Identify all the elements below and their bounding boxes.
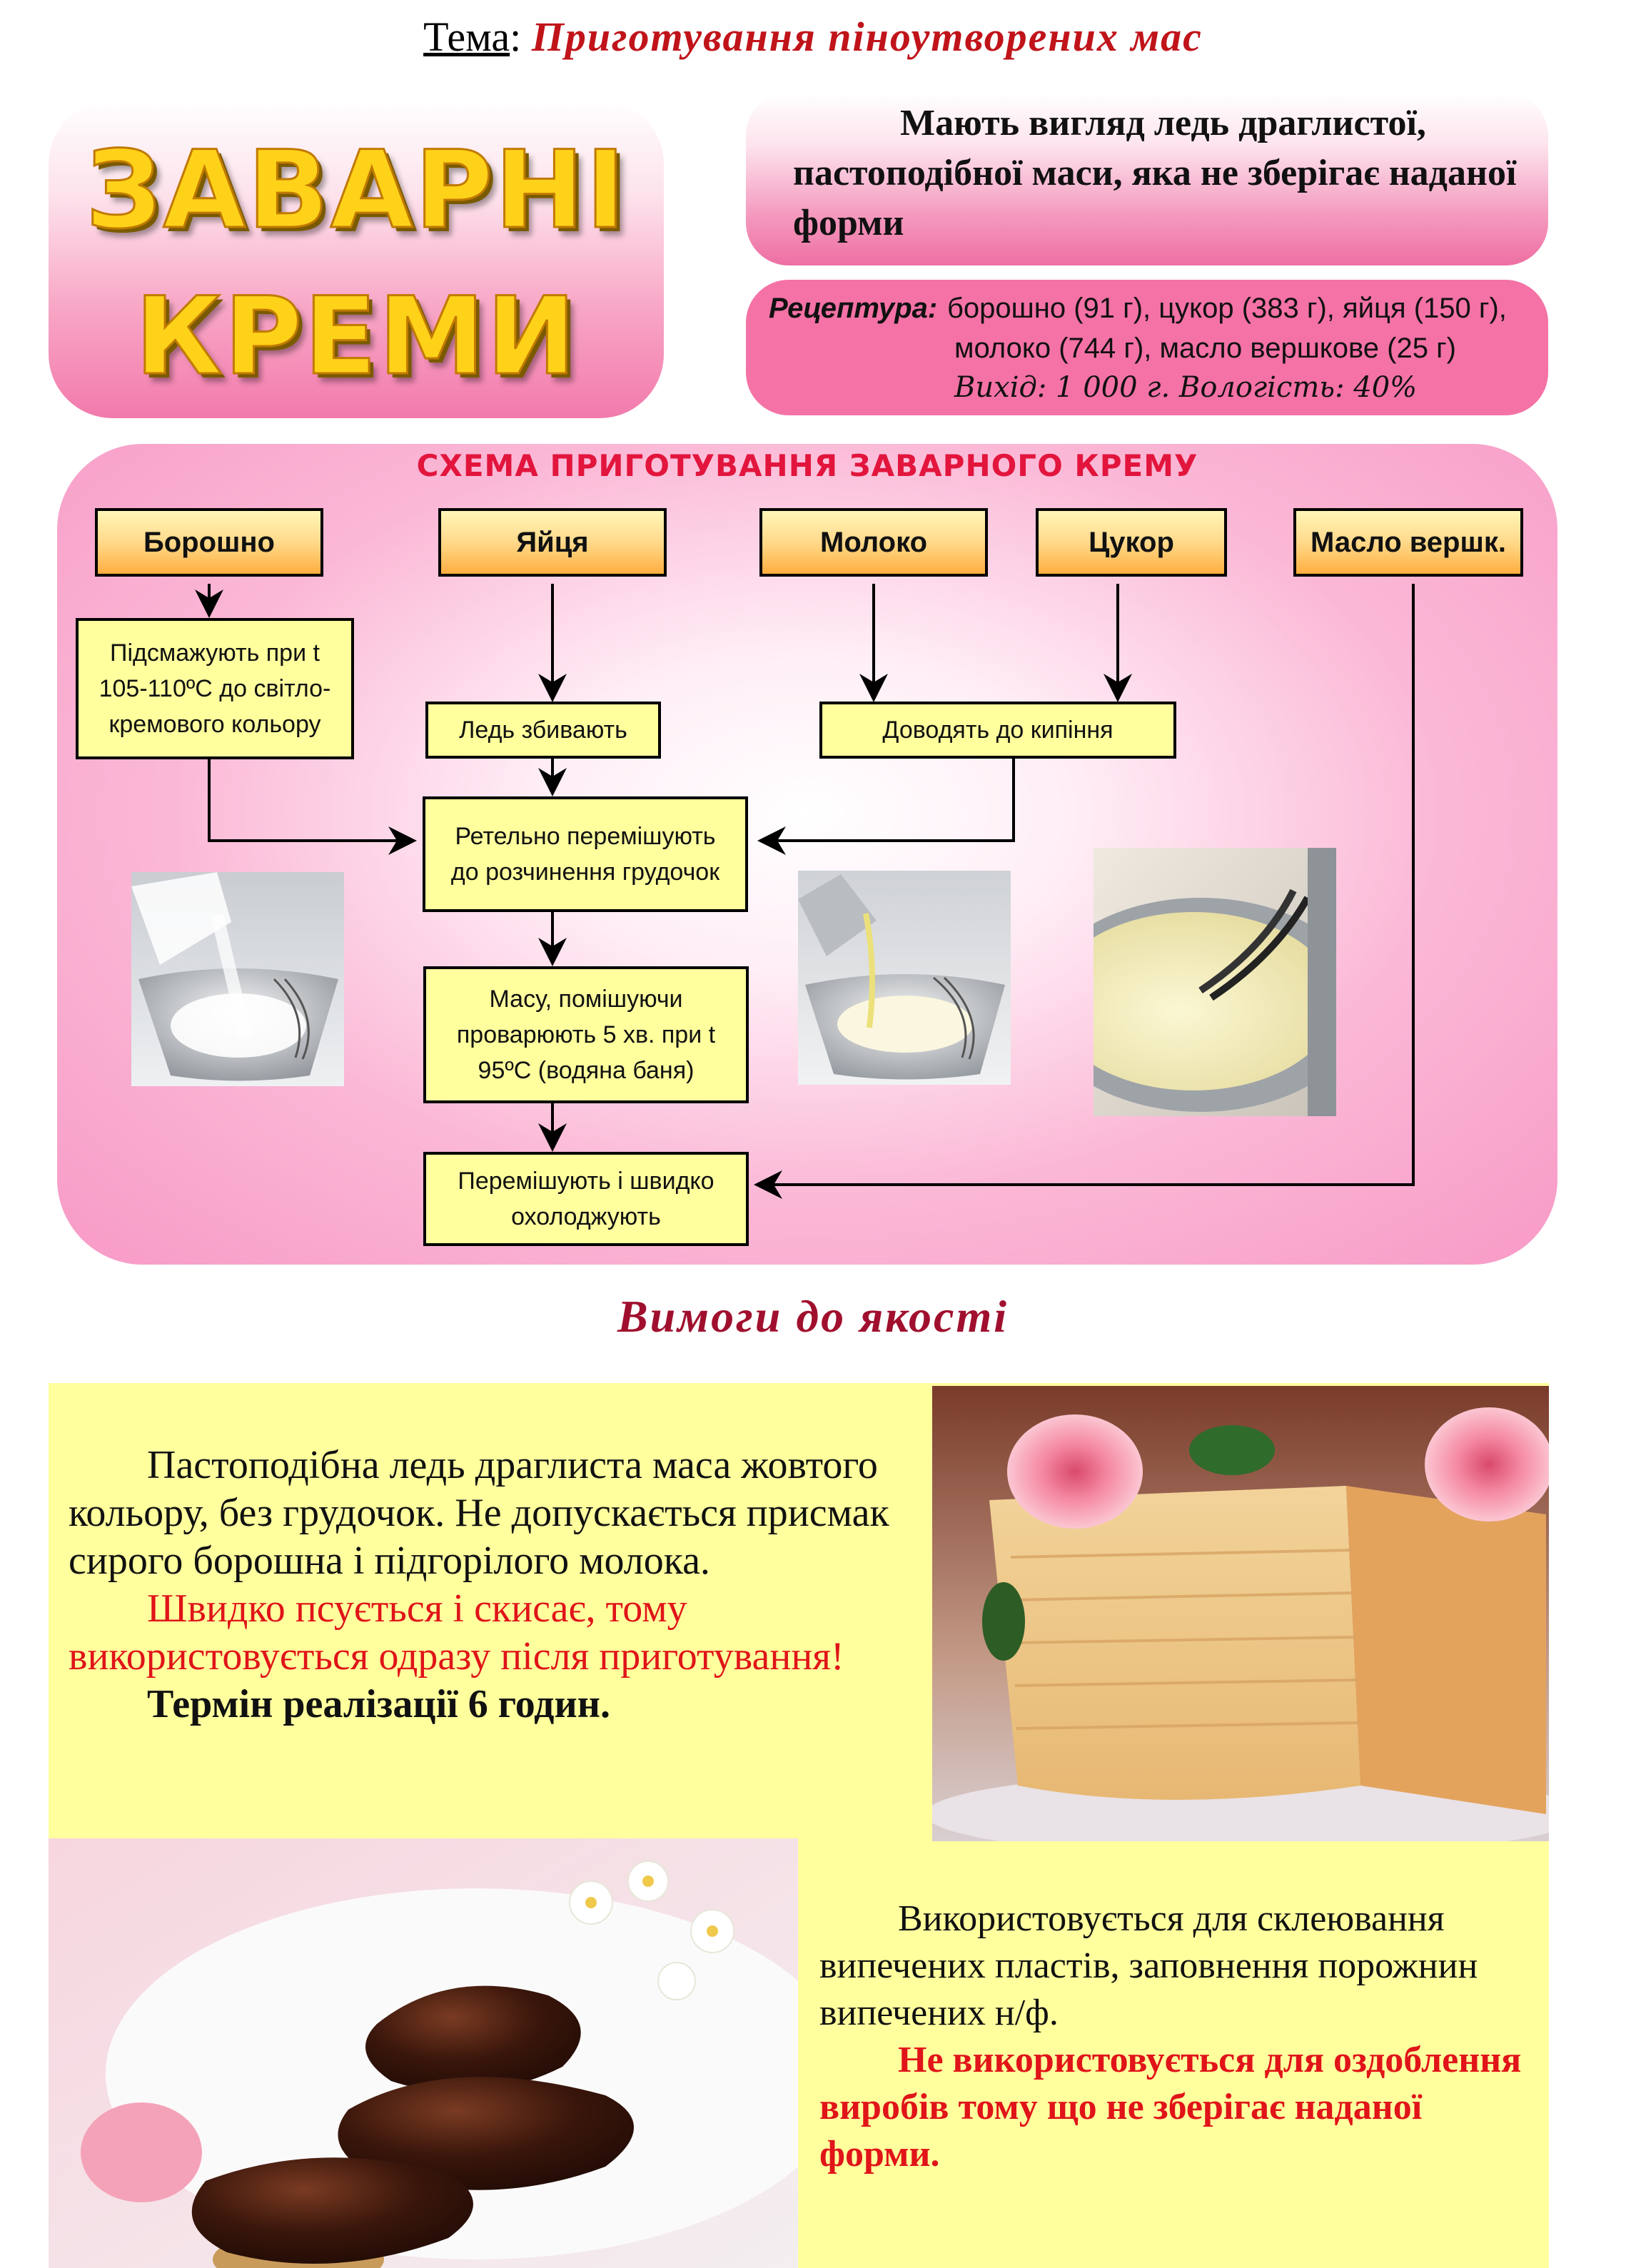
topic-separator: : [510, 14, 522, 60]
ingredient-flour: Борошно [95, 508, 323, 577]
usage-text: Використовується для склеювання випечени… [819, 1895, 1540, 2178]
quality-warning: Швидко псується і скисає, тому використо… [69, 1586, 844, 1679]
description-box: Мають вигляд ледь драглистої, пастоподіб… [746, 93, 1548, 265]
quality-text: Пастоподібна ледь драглиста маса жовтого… [69, 1442, 897, 1728]
ingredient-eggs: Яйця [438, 508, 667, 577]
recipe-label: Рецептура: [769, 293, 938, 324]
topic-header: Тема: Приготування піноутворених мас [0, 13, 1626, 61]
photo-eclairs [49, 1838, 798, 2268]
step-fry-flour: Підсмажують при t 105-110ºС до світло-кр… [76, 618, 354, 759]
topic-value: Приготування піноутворених мас [531, 14, 1203, 60]
recipe-line-1: борошно (91 г), цукор (383 г), яйця (150… [947, 293, 1507, 324]
usage-paragraph-1: Використовується для склеювання випечени… [819, 1898, 1478, 2033]
photo-custard-in-pot [1094, 848, 1336, 1116]
recipe-line-2: молоко (744 г), масло вершкове (25 г) [954, 333, 1456, 364]
step-beat-eggs: Ледь збивають [425, 702, 661, 759]
photo-pouring-milk [798, 871, 1011, 1085]
title-line-2: КРЕМИ [134, 274, 577, 400]
title-box: ЗАВАРНІ КРЕМИ [49, 100, 664, 418]
photo-flour-into-bowl [131, 872, 344, 1086]
photo-layered-cake [932, 1386, 1549, 1841]
description-text: Мають вигляд ледь драглистої, пастоподіб… [793, 103, 1517, 243]
ingredient-milk: Молоко [759, 508, 988, 577]
arrow-boil-to-mix [757, 756, 1015, 855]
quality-shelf-life: Термін реалізації 6 годин. [147, 1682, 610, 1726]
ingredient-butter: Масло вершк. [1293, 508, 1523, 577]
arrow-fry-to-mix [208, 756, 417, 855]
step-cook: Масу, помішуючи проварюють 5 хв. при t 9… [423, 966, 749, 1103]
step-cool: Перемішують і швидко охолоджують [423, 1152, 749, 1246]
ingredient-sugar: Цукор [1036, 508, 1227, 577]
quality-title: Вимоги до якості [617, 1291, 1009, 1342]
usage-warning: Не використовується для оздоблення вироб… [819, 2040, 1522, 2175]
arrow-butter-to-cool [754, 584, 1415, 1199]
quality-paragraph-1: Пастоподібна ледь драглиста маса жовтого… [69, 1443, 889, 1583]
scheme-title: СХЕМА ПРИГОТУВАННЯ ЗАВАРНОГО КРЕМУ [416, 448, 1198, 483]
topic-label: Тема [423, 14, 510, 60]
step-mix: Ретельно перемішують до розчинення грудо… [423, 796, 748, 912]
title-line-1: ЗАВАРНІ [84, 128, 627, 254]
step-boil: Доводять до кипіння [819, 702, 1176, 759]
recipe-yield: Вихід: 1 000 г. Вологість: 40% [954, 371, 1418, 404]
recipe-box: Рецептура: борошно (91 г), цукор (383 г)… [746, 280, 1548, 415]
